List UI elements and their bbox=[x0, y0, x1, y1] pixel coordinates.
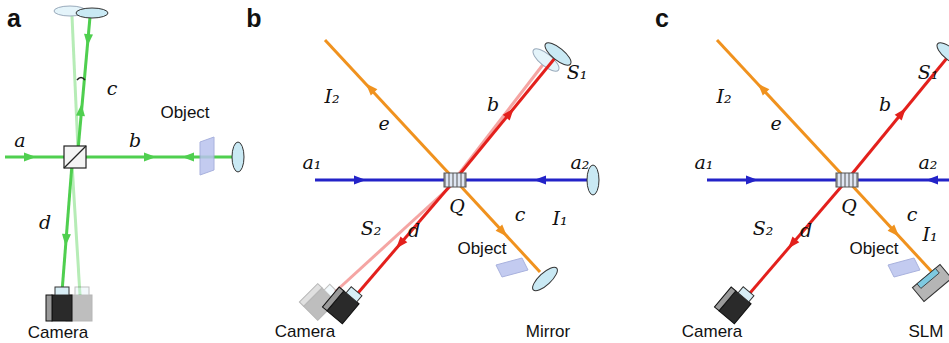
beam-label: S₂ bbox=[753, 219, 774, 238]
component-label: Camera bbox=[275, 323, 335, 340]
beam-label: S₂ bbox=[361, 219, 382, 238]
beam-label: I₁ bbox=[552, 209, 567, 228]
beam-label: e bbox=[770, 114, 781, 133]
beam-label: a₂ bbox=[919, 153, 938, 172]
beam-label: I₂ bbox=[716, 87, 731, 106]
component-label: Object bbox=[849, 240, 898, 257]
induced-coherence-b bbox=[299, 39, 599, 323]
panel-letter: c bbox=[655, 6, 669, 31]
induced-coherence-c bbox=[707, 39, 949, 323]
beam-label: S₁ bbox=[567, 63, 588, 82]
beam-label: c bbox=[515, 205, 526, 224]
component-label: SLM bbox=[909, 323, 944, 340]
beam-label: a₁ bbox=[695, 153, 714, 172]
beam-label: d bbox=[39, 213, 51, 232]
beam-label: I₁ bbox=[922, 225, 937, 244]
beam-label: d bbox=[408, 221, 420, 240]
interferometer-a bbox=[5, 6, 244, 321]
component-label: Mirror bbox=[526, 323, 570, 340]
beam-label: Q bbox=[841, 197, 857, 216]
component-label: Camera bbox=[682, 323, 742, 340]
panel-letter: b bbox=[246, 6, 261, 31]
component-label: Camera bbox=[28, 324, 88, 341]
beam-label: d bbox=[800, 221, 812, 240]
beam-label: c bbox=[107, 79, 118, 98]
beam-label: I₂ bbox=[324, 87, 339, 106]
beam-label: Q bbox=[449, 197, 465, 216]
beam-label: b bbox=[487, 95, 499, 114]
component-label: Object bbox=[457, 240, 506, 257]
beam-label: e bbox=[378, 114, 389, 133]
beam-label: b bbox=[129, 131, 141, 150]
beam-label: S₁ bbox=[918, 63, 939, 82]
panel-letter: a bbox=[7, 6, 21, 31]
beam-label: b bbox=[879, 95, 891, 114]
beam-label: a₂ bbox=[571, 153, 590, 172]
beam-label: a bbox=[14, 131, 25, 150]
beam-label: c bbox=[907, 205, 918, 224]
component-label: Object bbox=[160, 104, 209, 121]
beam-label: a₁ bbox=[303, 153, 322, 172]
